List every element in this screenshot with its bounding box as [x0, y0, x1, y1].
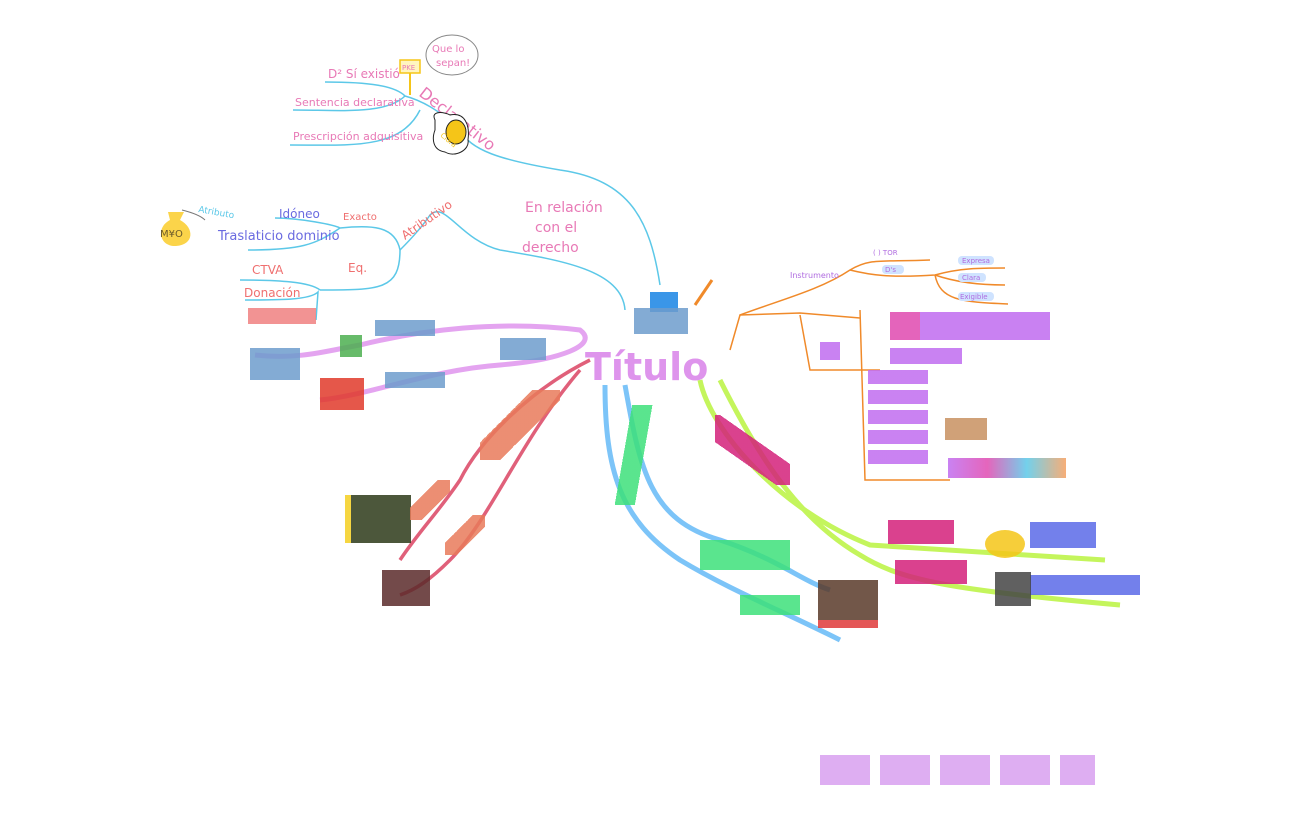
blurred-block: [480, 390, 560, 460]
sign-label: PKE: [402, 64, 415, 72]
speech-bubble-icon: [425, 34, 479, 76]
blurred-block: [820, 342, 840, 360]
blurred-icon: [818, 580, 878, 628]
blurred-block: [500, 338, 546, 360]
atributivo-item: Traslaticio dominio: [217, 229, 340, 244]
document-icon: [650, 292, 678, 312]
atributivo-item: CTVA: [252, 263, 284, 277]
instrumento-label: Instrumento: [790, 271, 839, 280]
blurred-block: [250, 348, 300, 380]
blurred-signature: [820, 755, 1095, 785]
blurred-block: [248, 308, 316, 324]
blurred-list: [868, 370, 928, 470]
eq-label: Eq.: [348, 261, 367, 275]
central-title: Título: [585, 345, 708, 389]
blurred-block: [1030, 522, 1096, 548]
instrumento-subitem: Expresa: [962, 257, 990, 265]
globe-icon: [340, 335, 362, 357]
blurred-icon: [345, 495, 411, 543]
blurred-block: [634, 308, 688, 334]
declarativo-item: D² Sí existió: [328, 67, 400, 81]
blurred-block: [888, 520, 954, 544]
relacion-text: derecho: [522, 240, 579, 256]
instrumento-subitem: Exigible: [960, 293, 988, 301]
blurred-block: [385, 372, 445, 388]
blurred-block: [700, 540, 790, 570]
bag-label: M¥O: [160, 229, 183, 240]
blurred-block: [375, 320, 435, 336]
blurred-block: [615, 405, 655, 505]
blurred-block: [740, 595, 800, 615]
blurred-block: [715, 415, 790, 485]
orange-branches: [729, 259, 1009, 481]
exacto-label: Exacto: [343, 212, 377, 223]
arrow-icon: [181, 209, 206, 221]
atributivo-label: Atributivo: [399, 197, 455, 242]
pencil-icon: [693, 279, 714, 306]
blurred-icon: [995, 572, 1031, 606]
instrumento-subitem: Clara: [962, 274, 980, 282]
blurred-block: [890, 312, 1050, 340]
blurred-block: [1030, 575, 1140, 595]
declarativo-item: Prescripción adquisitiva: [293, 130, 423, 143]
blurred-block: [410, 480, 450, 520]
blurred-icon: [945, 418, 987, 440]
declarativo-item: Sentencia declarativa: [295, 96, 415, 109]
instrumento-item: D's: [885, 266, 896, 274]
blurred-block: [890, 348, 962, 364]
money-bag-icon: [161, 212, 191, 247]
blurred-icon: [382, 570, 430, 606]
cyan-branches: [239, 81, 661, 321]
atributivo-item: Donación: [244, 286, 300, 300]
relacion-text: En relación: [525, 200, 603, 216]
bubble-text: sepan!: [436, 58, 470, 69]
instrumento-item: ( ) TOR: [873, 249, 898, 257]
atributivo-item: Idóneo: [279, 207, 320, 221]
blurred-block: [948, 458, 1066, 478]
blurred-block: [445, 515, 485, 555]
relacion-text: con el: [535, 220, 577, 236]
bubble-text: Que lo: [432, 44, 464, 55]
sun-icon: [985, 530, 1025, 558]
blurred-block: [895, 560, 967, 584]
car-icon: [320, 378, 364, 410]
